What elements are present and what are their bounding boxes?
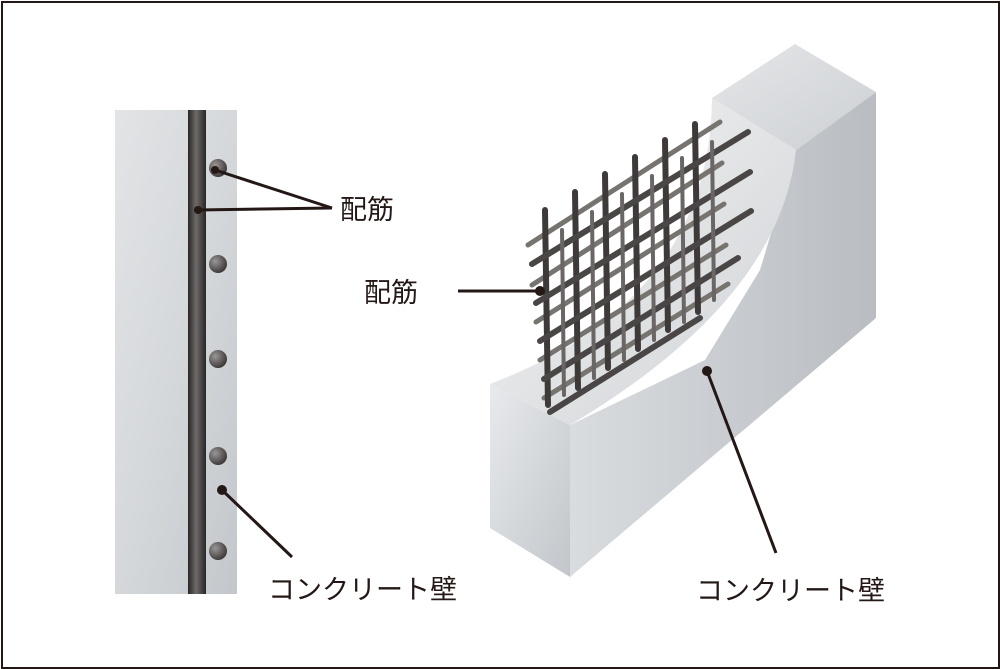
- rebar-dot: [209, 255, 227, 273]
- iso-wall-label: コンクリート壁: [696, 576, 885, 607]
- section-wall-callout: コンクリート壁: [217, 485, 457, 606]
- rebar-vertical: [562, 230, 564, 395]
- section-wall-label: コンクリート壁: [268, 575, 457, 606]
- rebar-dot: [209, 350, 227, 368]
- iso-view: 配筋 コンクリート壁: [364, 44, 885, 607]
- leader-line: [198, 208, 332, 210]
- section-rebar-label: 配筋: [340, 195, 394, 226]
- vertical-rebar-section: [188, 110, 206, 594]
- rebar-dot: [209, 542, 227, 560]
- rebar-vertical: [712, 142, 714, 300]
- iso-rebar-callout: 配筋: [364, 278, 545, 309]
- rebar-dot: [209, 447, 227, 465]
- rebar-vertical: [592, 212, 594, 378]
- iso-rebar-label: 配筋: [364, 278, 418, 309]
- rebar-vertical: [652, 176, 654, 340]
- rebar-vertical: [622, 194, 624, 360]
- section-view: 配筋 コンクリート壁: [115, 110, 457, 606]
- rebar-vertical: [682, 158, 684, 322]
